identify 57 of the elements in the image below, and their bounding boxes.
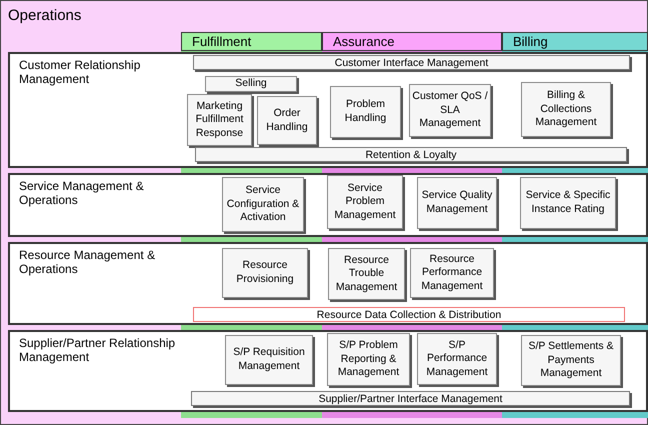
process-box (521, 82, 611, 137)
process-box (410, 248, 494, 298)
layer-title: Service Management & Operations (19, 179, 145, 207)
process-box (417, 333, 497, 385)
process-name: S/P Settlements & Payments Management (527, 340, 614, 381)
column-title: Fulfillment (192, 34, 252, 49)
process-box (222, 248, 308, 298)
process-box (205, 76, 297, 92)
process-name: Problem Handling (344, 98, 388, 126)
process-name: Resource Data Collection & Distribution (316, 308, 502, 320)
process-name: Service Quality Management (420, 189, 494, 217)
column-header (322, 32, 502, 51)
process-name: S/P Performance Management (425, 338, 489, 380)
column-header (181, 32, 322, 51)
process-name: Customer Interface Management (334, 56, 488, 68)
process-bar (193, 307, 625, 322)
process-box (330, 86, 401, 138)
process-bar (195, 147, 627, 162)
process-name: Resource Trouble Management (334, 254, 398, 294)
layer-panel (8, 242, 648, 325)
process-box (328, 248, 405, 300)
layer-panel (8, 330, 648, 412)
process-name: Customer QoS / SLA Management (412, 90, 488, 131)
process-name: Service & Specific Instance Rating (524, 189, 612, 217)
process-box (327, 333, 410, 386)
process-name: Marketing Fulfillment Response (194, 100, 244, 140)
process-name: Selling (235, 77, 267, 91)
process-name: Service Configuration & Activation (226, 184, 300, 225)
column-header (502, 32, 648, 51)
column-title: Billing (513, 34, 549, 49)
process-box (327, 175, 403, 229)
process-box (225, 335, 313, 385)
process-box (521, 335, 621, 386)
column-title: Assurance (333, 34, 396, 49)
process-box (409, 84, 491, 137)
process-box (222, 177, 304, 232)
layer-title: Customer Relationship Management (19, 58, 142, 86)
layer-panel (8, 173, 648, 237)
process-box (187, 94, 252, 146)
process-name: S/P Problem Reporting & Management (336, 339, 400, 380)
process-name: Service Problem Management (333, 182, 397, 222)
process-name: Supplier/Partner Interface Management (318, 392, 502, 404)
process-name: S/P Requisition Management (232, 346, 306, 374)
process-name: Retention & Loyalty (365, 148, 457, 160)
process-name: Resource Provisioning (235, 259, 295, 287)
process-name: Billing & Collections Management (534, 89, 598, 130)
process-name: Order Handling (265, 106, 309, 134)
process-box (417, 177, 497, 229)
panel-title: Operations (8, 7, 82, 24)
layer-title: Supplier/Partner Relationship Management (19, 336, 176, 364)
process-box (520, 177, 616, 229)
layer-panel (8, 52, 648, 168)
process-name: Resource Performance Management (420, 252, 484, 294)
layer-title: Resource Management & Operations (19, 248, 156, 276)
process-bar (193, 55, 630, 70)
process-bar (191, 391, 630, 406)
process-box (257, 96, 317, 145)
